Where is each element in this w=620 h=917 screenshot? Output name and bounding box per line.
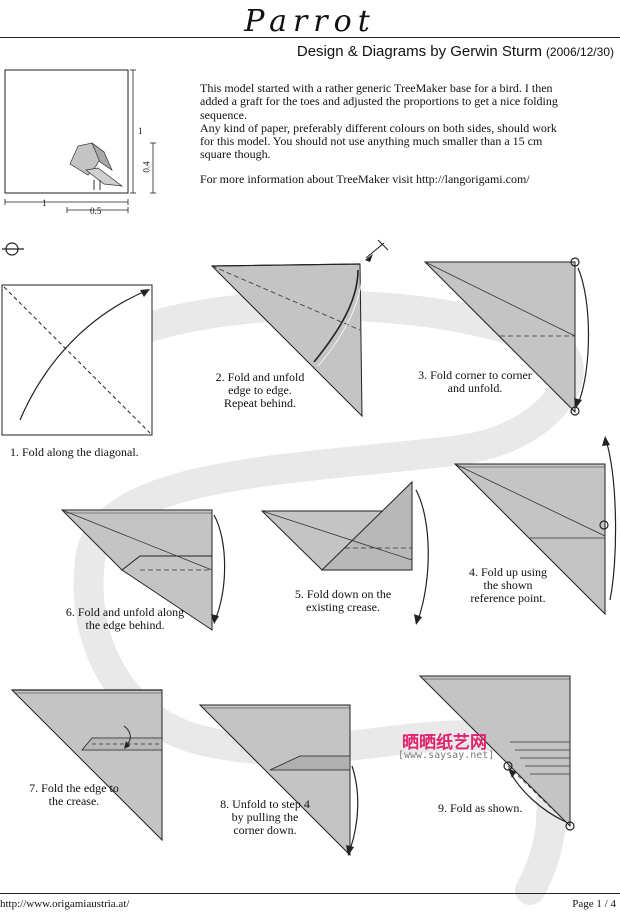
footer-page: Page 1 / 4	[572, 898, 616, 910]
byline: Design & Diagrams by Gerwin Sturm(2006/1…	[297, 43, 614, 60]
step-1-caption: 1. Fold along the diagonal.	[10, 445, 139, 459]
step-2-caption: 2. Fold and unfold edge to edge. Repeat …	[200, 371, 320, 410]
step-7-line-1: 7. Fold the edge to	[29, 781, 119, 795]
dim-bottom-label: 1	[42, 198, 47, 208]
watermark-chinese: 晒晒纸艺网	[402, 733, 487, 753]
step-8-line-3: corner down.	[233, 823, 297, 837]
intro-text: This model started with a rather generic…	[200, 81, 560, 186]
step-3-caption: 3. Fold corner to corner and unfold.	[410, 369, 540, 395]
page-title: Parrot	[244, 4, 376, 39]
step-5-line-1: 5. Fold down on the	[294, 587, 392, 601]
step-8-diagram	[198, 704, 359, 857]
step-1-diagram	[1, 284, 153, 436]
step-6-line-1: 6. Fold and unfold along	[65, 605, 185, 619]
step-9-diagram	[418, 675, 575, 831]
step-3-line-1: 3. Fold corner to corner	[418, 368, 532, 382]
step-2-diagram	[210, 239, 389, 418]
step-2-line-1: 2. Fold and unfold	[215, 370, 305, 384]
step-8-caption: 8. Unfold to step 4 by pulling the corne…	[205, 798, 325, 837]
step-7-diagram	[10, 689, 163, 842]
step-6-diagram	[60, 509, 226, 631]
step-4-line-1: 4. Fold up using	[468, 565, 547, 579]
crease-pattern	[4, 69, 156, 213]
step-5-line-2: existing crease.	[306, 600, 380, 614]
step-2-line-2: edge to edge.	[228, 383, 292, 397]
intro-more-info: For more information about TreeMaker vis…	[200, 171, 530, 186]
step-7-caption: 7. Fold the edge to the crease.	[14, 782, 134, 808]
step-8-line-2: by pulling the	[231, 810, 299, 824]
intro-paragraph-1: This model started with a rather generic…	[200, 81, 558, 122]
byline-text: Design & Diagrams by Gerwin Sturm	[296, 43, 542, 60]
footer-url[interactable]: http://www.origamiaustria.at/	[0, 898, 130, 910]
watermark-url: [www.saysay.net]	[398, 750, 495, 761]
step-4-caption: 4. Fold up using the shown reference poi…	[458, 566, 558, 605]
step-4-line-2: the shown	[483, 578, 533, 592]
step-3-diagram	[423, 257, 590, 416]
step-6-line-2: the edge behind.	[85, 618, 165, 632]
step-8-line-1: 8. Unfold to step 4	[220, 797, 310, 811]
step-4-line-3: reference point.	[470, 591, 546, 605]
step-6-caption: 6. Fold and unfold along the edge behind…	[50, 606, 200, 632]
step-4-diagram	[453, 436, 617, 616]
step-9-caption: 9. Fold as shown.	[438, 801, 523, 815]
step-5-caption: 5. Fold down on the existing crease.	[283, 588, 403, 614]
dim-side-label: 1	[138, 126, 143, 136]
intro-paragraph-2: Any kind of paper, preferably different …	[200, 120, 557, 162]
dim-height-label: 0.4	[141, 161, 152, 173]
header-rule	[0, 37, 620, 38]
step-7-line-2: the crease.	[48, 794, 100, 808]
step-3-line-2: and unfold.	[447, 381, 503, 395]
start-marker	[2, 242, 24, 256]
step-5-diagram	[260, 480, 429, 625]
footer-rule	[0, 893, 620, 894]
step-2-line-3: Repeat behind.	[224, 396, 296, 410]
dim-half-label: 0.5	[90, 206, 102, 216]
byline-date: (2006/12/30)	[545, 45, 614, 59]
